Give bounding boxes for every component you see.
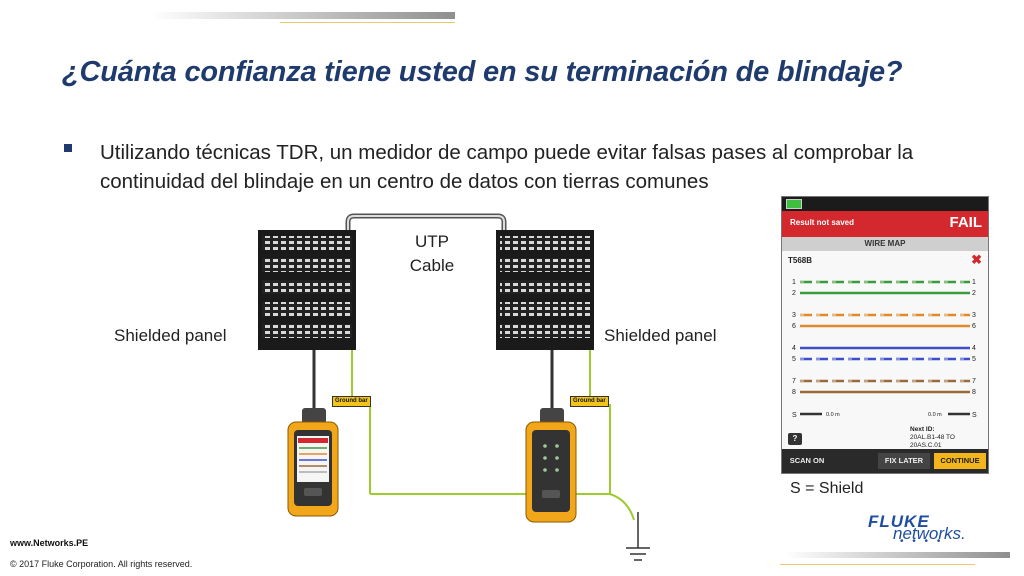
next-id-value: 20AL.B1-48 TO 20AS.C.01 bbox=[910, 434, 955, 449]
pin-right-5: 5 bbox=[972, 356, 976, 363]
shield-right-length: 0.0 m bbox=[928, 412, 942, 418]
footer-website: www.Networks.PE bbox=[10, 538, 89, 548]
right-panel-label: Shielded panel bbox=[604, 326, 717, 345]
right-tester-device bbox=[525, 408, 577, 523]
scan-on-button[interactable]: SCAN ON bbox=[789, 456, 825, 465]
footer-copyright: © 2017 Fluke Corporation. All rights res… bbox=[10, 559, 193, 569]
result-header: Result not saved FAIL bbox=[782, 211, 988, 237]
shield-legend: S = Shield bbox=[790, 480, 864, 497]
fail-badge: FAIL bbox=[949, 214, 983, 231]
bottom-decor-line bbox=[785, 552, 1010, 558]
shield-left-length: 0.0 m bbox=[826, 412, 840, 418]
pin-right-1: 1 bbox=[972, 279, 976, 286]
utp-cable-label: UTP Cable bbox=[409, 232, 455, 275]
bottom-decor-line-thin bbox=[780, 564, 975, 565]
left-tester-device bbox=[287, 408, 339, 517]
status-bar bbox=[782, 197, 988, 211]
bullet-text: Utilizando técnicas TDR, un medidor de c… bbox=[100, 141, 914, 193]
pin-left-7: 7 bbox=[792, 378, 796, 385]
logo-dots-icon: • • • • bbox=[900, 536, 944, 547]
ground-bar-right: Ground bar bbox=[570, 396, 609, 407]
ground-bar-left: Ground bar bbox=[332, 396, 371, 407]
battery-icon bbox=[786, 199, 802, 209]
bullet-marker bbox=[64, 144, 72, 152]
top-decor-line bbox=[150, 12, 455, 19]
fluke-logo-text: FLUKE bbox=[868, 512, 930, 531]
continue-button[interactable]: CONTINUE bbox=[934, 453, 986, 469]
pin-left-2: 2 bbox=[792, 290, 796, 297]
standard-label: T568B bbox=[788, 256, 813, 265]
shield-pin-left: S bbox=[792, 412, 797, 419]
next-id-label: Next ID: bbox=[910, 426, 935, 433]
pin-right-2: 2 bbox=[972, 290, 976, 297]
pin-right-3: 3 bbox=[972, 312, 976, 319]
pin-left-3: 3 bbox=[792, 312, 796, 319]
wire-map-panel: T568B ✖ 1 2 3 6 4 5 7 8 1 2 3 6 4 5 7 8 … bbox=[782, 251, 988, 449]
left-panel-label: Shielded panel bbox=[114, 326, 227, 345]
pin-left-6: 6 bbox=[792, 323, 796, 330]
fix-later-button[interactable]: FIX LATER bbox=[878, 453, 930, 469]
shield-pin-right: S bbox=[972, 412, 977, 419]
networks-logo-text: networks. bbox=[893, 524, 966, 543]
wire-map-graphic: 1 2 3 6 4 5 7 8 1 2 3 6 4 5 7 8 S S 0.0 … bbox=[792, 279, 977, 419]
pin-left-5: 5 bbox=[792, 356, 796, 363]
pin-right-8: 8 bbox=[972, 389, 976, 396]
save-status: Result not saved bbox=[790, 218, 855, 227]
pin-left-8: 8 bbox=[792, 389, 796, 396]
help-button[interactable]: ? bbox=[788, 433, 802, 445]
wire-map-heading: WIRE MAP bbox=[782, 237, 988, 251]
pin-right-7: 7 bbox=[972, 378, 976, 385]
top-decor-line-thin bbox=[280, 22, 455, 23]
pin-left-1: 1 bbox=[792, 279, 796, 286]
pin-right-4: 4 bbox=[972, 345, 976, 352]
pin-right-6: 6 bbox=[972, 323, 976, 330]
close-icon[interactable]: ✖ bbox=[971, 252, 982, 267]
tester-screen: Result not saved FAIL WIRE MAP T568B ✖ 1… bbox=[781, 196, 989, 474]
next-id: Next ID: 20AL.B1-48 TO 20AS.C.01 bbox=[910, 426, 988, 450]
pin-left-4: 4 bbox=[792, 345, 796, 352]
tester-button-bar: SCAN ON FIX LATER CONTINUE bbox=[782, 449, 988, 473]
slide-title: ¿Cuánta confianza tiene usted en su term… bbox=[62, 56, 903, 88]
